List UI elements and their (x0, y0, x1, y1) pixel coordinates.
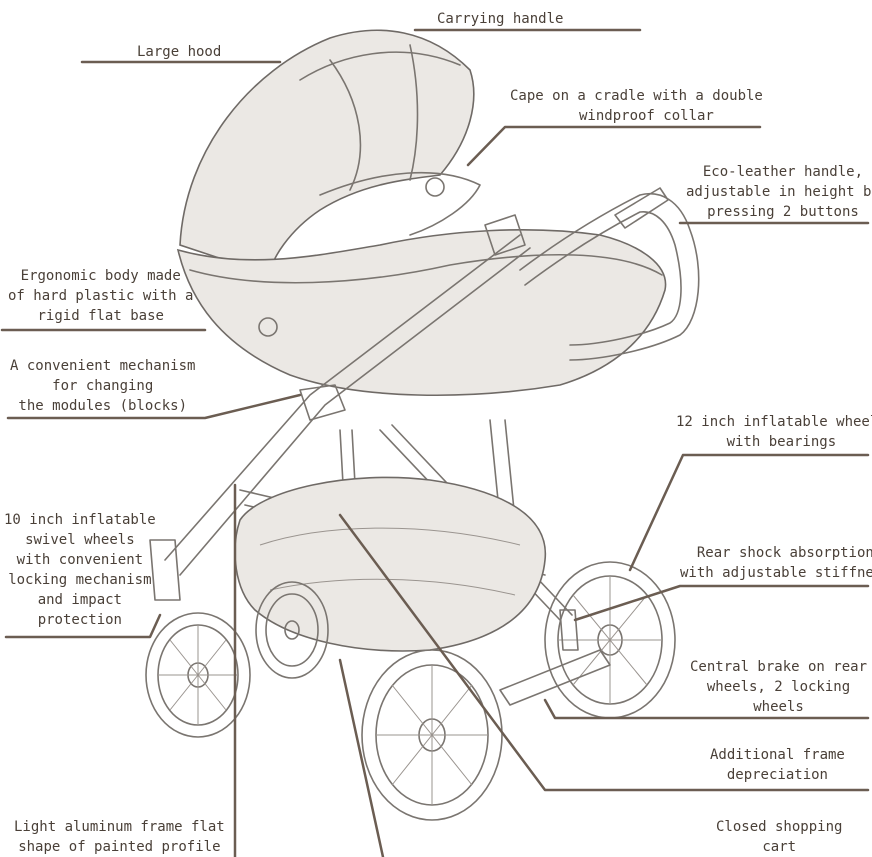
label-carrying-handle: Carrying handle (437, 9, 563, 29)
label-cart: Closed shopping cart (716, 817, 842, 857)
label-brake: Central brake on rear wheels, 2 locking … (690, 657, 867, 717)
stroller-sketch (146, 30, 699, 820)
leader-shock (575, 586, 868, 620)
label-wheels-12: 12 inch inflatable wheels with bearings (676, 412, 872, 452)
label-shock: Rear shock absorption with adjustable st… (680, 543, 872, 583)
label-body: Ergonomic body made of hard plastic with… (8, 266, 193, 326)
label-wheels-10: 10 inch inflatable swivel wheels with co… (4, 510, 156, 630)
leader-cape (468, 127, 760, 165)
leader-cart (340, 660, 383, 857)
label-eco-handle: Eco-leather handle, adjustable in height… (686, 162, 872, 222)
label-large-hood: Large hood (137, 42, 221, 62)
rear-left-wheel (362, 650, 502, 820)
rear-axle (500, 650, 610, 705)
shopping-basket (235, 477, 545, 651)
rear-right-wheel (545, 562, 675, 718)
label-cape: Cape on a cradle with a double windproof… (510, 86, 763, 126)
label-frame-dep: Additional frame depreciation (710, 745, 845, 785)
label-mechanism: A convenient mechanism for changing the … (10, 356, 195, 416)
label-aluminum: Light aluminum frame flat shape of paint… (14, 817, 225, 857)
